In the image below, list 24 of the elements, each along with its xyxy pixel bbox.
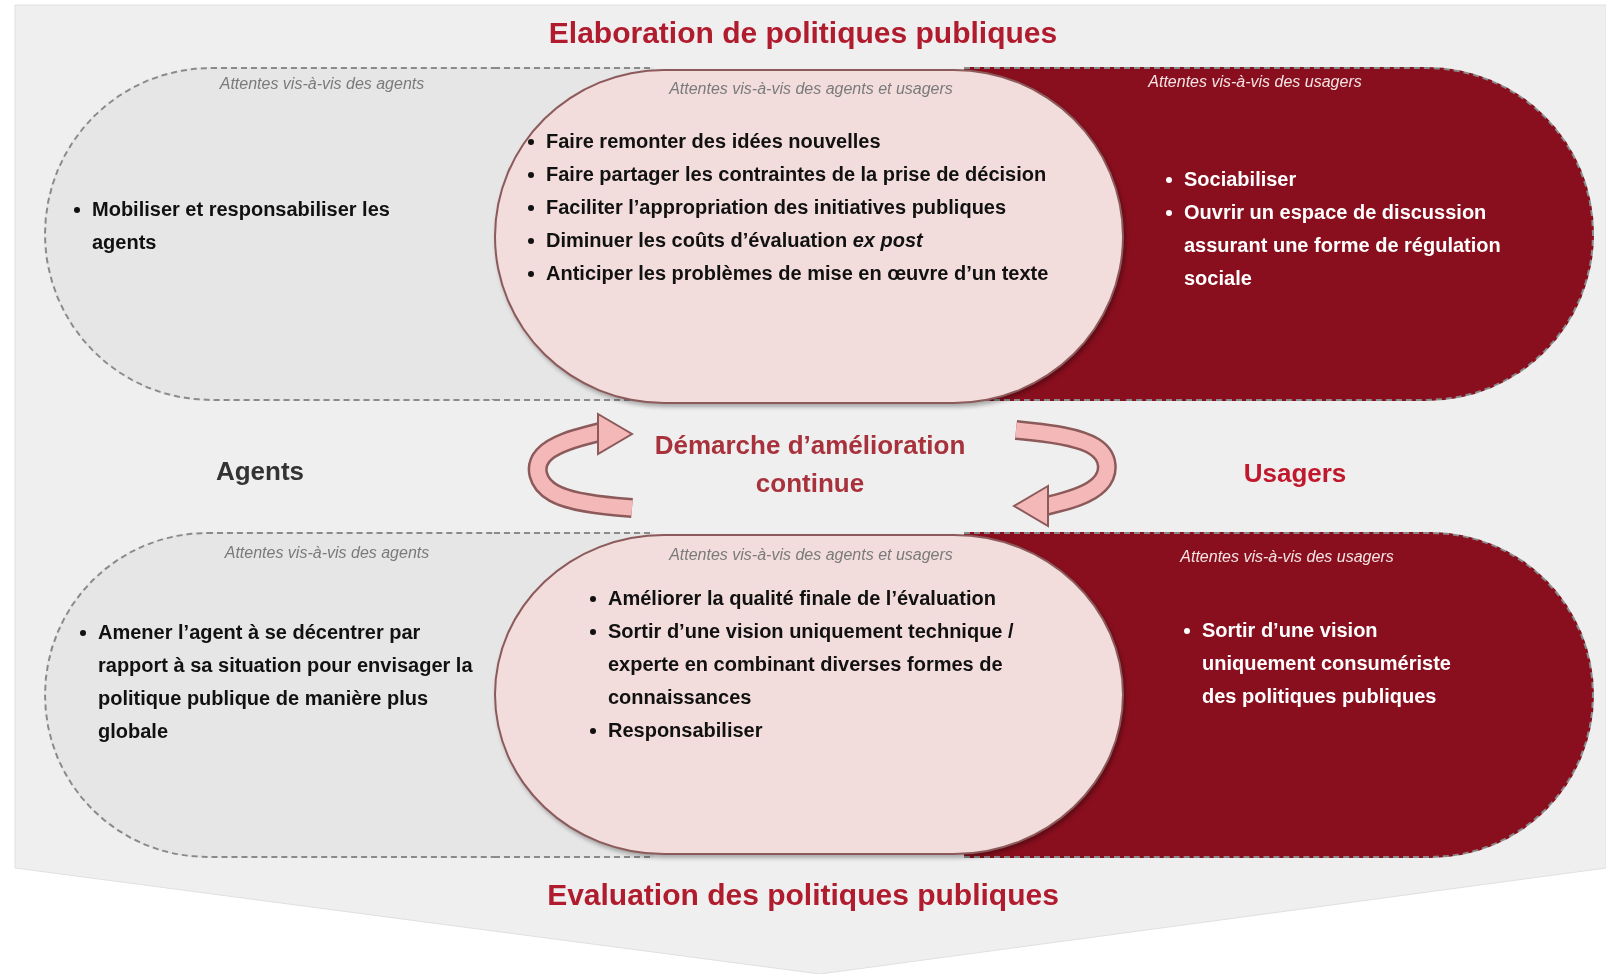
side-label: Usagers <box>1242 457 1348 490</box>
bullet-item: Faire partager les contraintes de la prise de décision <box>546 163 1047 185</box>
bullet-item: Faciliter l’appropriation des initiatives publiques <box>546 196 1007 218</box>
bullet-item: Sortir d’une vision uniquement technique / experte en combinant diverses formes de connaissances <box>608 620 1014 708</box>
panel-heading: Attentes vis-à-vis des usagers <box>1178 548 1395 566</box>
bullet-item: Sortir d’une vision uniquement consumériste des politiques publiques <box>1202 619 1451 707</box>
bullet-item: Mobiliser et responsabiliser les agents <box>92 198 390 253</box>
bullet-item: Faire remonter des idées nouvelles <box>546 130 881 152</box>
bullet-item: Sociabiliser <box>1184 168 1297 190</box>
panel-heading: Attentes vis-à-vis des agents <box>223 544 431 562</box>
bullet-item: Anticiper les problèmes de mise en œuvre d’un texte <box>546 262 1049 284</box>
bullet-item: Ouvrir un espace de discussion assurant une forme de régulation sociale <box>1184 201 1501 289</box>
side-label: Agents <box>214 455 306 488</box>
bullet-item: Améliorer la qualité finale de l’évaluation <box>608 587 996 609</box>
center-label: Démarche d’amélioration continue <box>653 429 967 500</box>
diagram-title: Elaboration de politiques publiques <box>547 16 1059 50</box>
bullet-item: Amener l’agent à se décentrer par rapport à sa situation pour envisager la politique publique de manière plus globale <box>98 621 473 742</box>
bullet-item: Responsabiliser <box>608 719 763 741</box>
bullet-item: Diminuer les coûts d’évaluation ex post <box>546 229 923 251</box>
bottom-title: Evaluation des politiques publiques <box>546 877 1060 913</box>
panel-heading: Attentes vis-à-vis des agents <box>218 75 426 93</box>
panel-heading: Attentes vis-à-vis des agents et usagers <box>667 80 954 98</box>
panel-heading: Attentes vis-à-vis des agents et usagers <box>667 546 954 564</box>
panel-heading: Attentes vis-à-vis des usagers <box>1146 73 1363 91</box>
